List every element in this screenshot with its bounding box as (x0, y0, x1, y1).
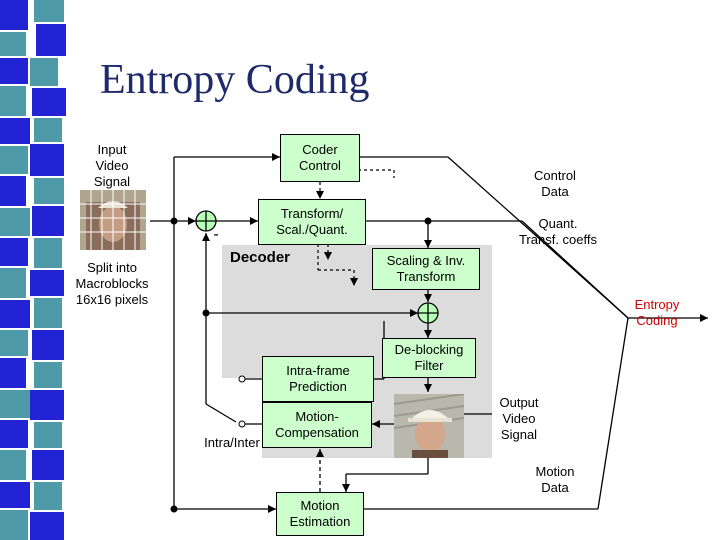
stripe-block (0, 268, 26, 298)
input-video-frame-image (80, 190, 146, 250)
stripe-block (0, 358, 26, 388)
page-title: Entropy Coding (100, 57, 370, 103)
stripe-block (34, 0, 64, 22)
control-data-label: Control Data (534, 168, 576, 199)
stripe-block (0, 146, 28, 174)
stripe-block (0, 390, 30, 418)
motion-compensation-box: Motion- Compensation (262, 402, 372, 448)
stripe-block (34, 238, 62, 268)
stripe-block (0, 58, 28, 84)
stripe-block (32, 330, 64, 360)
stripe-block (0, 300, 30, 328)
stripe-block (30, 270, 64, 296)
quant-node (424, 217, 432, 225)
split-into-macroblocks-label: Split into Macroblocks 16x16 pixels (75, 260, 149, 307)
stripe-block (0, 208, 30, 236)
input-video-signal-label: Input Video Signal (93, 142, 131, 189)
stripe-block (0, 238, 28, 266)
motion-node (170, 505, 178, 513)
coder-control-box: Coder Control (280, 134, 360, 182)
scaling-inv-transform-box: Scaling & Inv. Transform (372, 248, 480, 290)
stripe-block (34, 178, 64, 204)
intra-inter-switch (205, 403, 237, 423)
stripe-block (0, 176, 26, 206)
motion-estimation-box: Motion Estimation (276, 492, 364, 536)
stripe-block (0, 450, 26, 480)
feedback-node (202, 309, 210, 317)
quant-transf-coeffs-label: Quant. Transf. coeffs (518, 216, 598, 247)
stripe-block (0, 420, 28, 448)
stripe-block (30, 390, 64, 420)
transform-scal-quant-box: Transform/ Scal./Quant. (258, 199, 366, 245)
stripe-block (34, 482, 62, 510)
decoder-title: Decoder (230, 249, 291, 266)
stripe-block (32, 88, 66, 116)
stripe-block (0, 32, 26, 56)
decorative-stripe (0, 0, 72, 540)
output-frame-image (394, 394, 464, 458)
stripe-block (30, 512, 64, 540)
input-node (170, 217, 178, 225)
stripe-block (0, 510, 28, 540)
minus-sign: - (213, 226, 219, 243)
stripe-block (30, 58, 58, 86)
intra-frame-prediction-box: Intra-frame Prediction (262, 356, 374, 402)
stripe-block (34, 362, 62, 388)
stripe-block (30, 144, 64, 176)
stripe-block (0, 0, 28, 30)
stripe-block (34, 298, 62, 328)
intra-inter-label: Intra/Inter (204, 435, 260, 450)
motion-data-label: Motion Data (535, 464, 575, 495)
stripe-block (0, 330, 28, 356)
stripe-block (0, 118, 30, 144)
stripe-block (0, 482, 30, 508)
entropy-coding-label: Entropy Coding (634, 297, 680, 328)
output-video-signal-label: Output Video Signal (499, 395, 539, 442)
stripe-block (36, 24, 66, 56)
stripe-block (32, 450, 64, 480)
stripe-block (0, 86, 26, 116)
stripe-block (34, 118, 62, 142)
stripe-block (32, 206, 64, 236)
deblocking-filter-box: De-blocking Filter (382, 338, 476, 378)
stripe-block (34, 422, 62, 448)
